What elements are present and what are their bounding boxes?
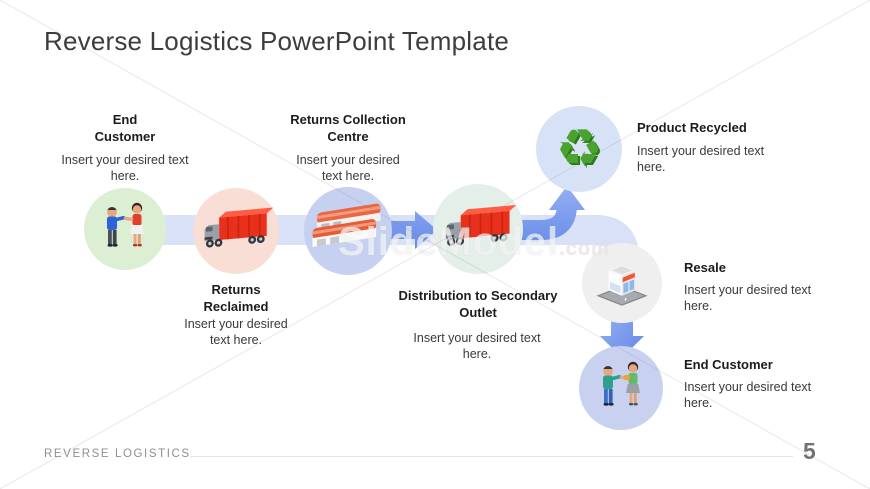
node-circle-resale — [582, 243, 662, 323]
node-label-resale: Resale — [684, 260, 726, 275]
node-circle-returns-collection-centre — [304, 187, 392, 275]
node-label-distribution: Distribution to Secondary Outlet — [398, 288, 558, 320]
watermark: SlideModel.com — [338, 220, 610, 264]
node-circle-distribution — [433, 184, 523, 274]
node-desc-product-recycled: Insert your desired text here. — [637, 144, 765, 175]
node-label-returns-reclaimed: Returns Reclaimed — [203, 282, 269, 314]
customers-icon — [107, 202, 144, 247]
node-circle-returns-reclaimed — [193, 188, 279, 274]
truck-icon — [204, 207, 274, 248]
slide-title: Reverse Logistics PowerPoint Template — [44, 26, 510, 56]
node-label-end-customer-1: End Customer — [94, 112, 156, 144]
node-desc-returns-collection-centre: Insert your desired text here. — [296, 153, 400, 184]
node-desc-distribution: Insert your desired text here. — [413, 331, 541, 362]
node-label-product-recycled: Product Recycled — [637, 120, 747, 135]
warehouse-icon — [312, 203, 381, 248]
truck-icon — [445, 204, 517, 246]
customers-icon — [603, 361, 640, 406]
page-number: 5 — [803, 438, 816, 464]
node-desc-returns-reclaimed: Insert your desired text here. — [184, 317, 288, 348]
node-circle-end-customer-1 — [84, 188, 166, 270]
node-desc-end-customer-2: Insert your desired text here. — [684, 380, 812, 411]
node-circle-end-customer-2 — [579, 346, 663, 430]
node-label-end-customer-2: End Customer — [684, 357, 773, 372]
recycle-icon: ♻ — [555, 119, 603, 179]
node-circle-product-recycled: ♻ — [536, 106, 622, 192]
node-label-returns-collection-centre: Returns Collection Centre — [290, 112, 406, 144]
footer-label: REVERSE LOGISTICS — [44, 448, 191, 460]
footer-divider — [190, 456, 793, 457]
store-icon — [596, 264, 648, 306]
node-desc-resale: Insert your desired text here. — [684, 283, 812, 314]
node-desc-end-customer-1: Insert your desired text here. — [61, 153, 189, 184]
